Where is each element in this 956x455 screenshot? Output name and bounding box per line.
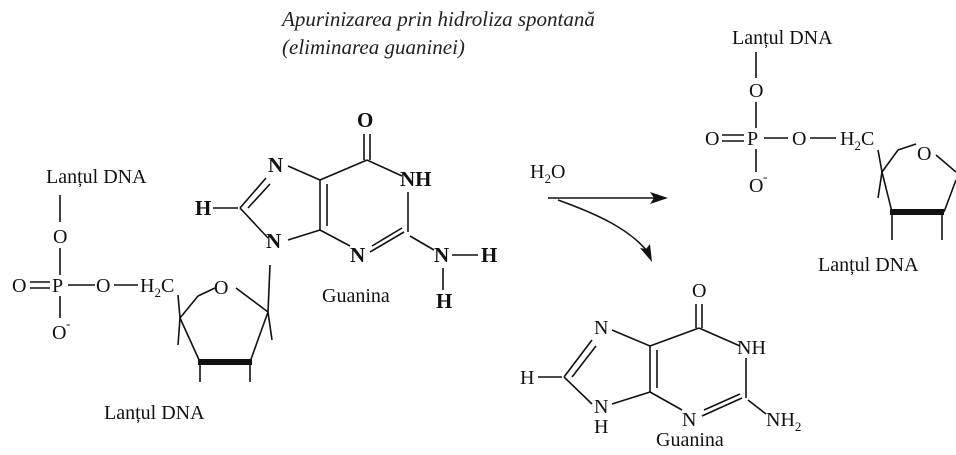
product-guanine-o: O: [692, 280, 706, 302]
right-phosphate-p: P: [747, 128, 758, 150]
right-phosphate-o-right: O: [792, 128, 806, 150]
right-phosphate-o-minus: O: [749, 175, 763, 197]
product-guanine-n7: N: [594, 317, 608, 339]
left-phosphate-p: P: [52, 275, 63, 297]
title-line-2: (eliminarea guaninei): [282, 35, 465, 59]
left-phosphate-o-minus: O: [52, 322, 66, 344]
left-guanine-n3: N: [350, 243, 365, 267]
left-charge-minus: -: [66, 316, 70, 331]
left-guanine-h-amino-2: H: [436, 289, 452, 313]
right-abasic-nucleotide: Lanțul DNA O O P O O - H2C O Lanțul DNA: [705, 27, 956, 276]
left-phosphate-o-left: O: [12, 275, 26, 297]
left-ch2-group: H2C: [140, 275, 174, 300]
left-guanine: O N H N NH N N H H Guanina: [195, 108, 497, 313]
left-guanine-h-amino-1: H: [481, 243, 497, 267]
product-guanine-h8: H: [520, 367, 534, 389]
left-guanine-n7: N: [268, 153, 283, 177]
right-phosphate-o-left: O: [705, 128, 719, 150]
left-chain-top-label: Lanțul DNA: [46, 166, 147, 188]
right-ring-o: O: [917, 143, 931, 165]
left-phosphate-o-right: O: [96, 275, 110, 297]
reagent-h2o: H2O: [530, 161, 565, 186]
product-guanine-n9-h: H: [594, 416, 608, 438]
right-chain-top-label: Lanțul DNA: [732, 27, 833, 49]
right-chain-bottom-label: Lanțul DNA: [818, 254, 919, 276]
product-guanine-n9: N: [594, 396, 608, 418]
left-nucleotide: Lanțul DNA O O P O O - H2C O Lanțul DNA: [12, 166, 273, 424]
product-guanine: O N H N H NH N NH2 Guanina: [520, 280, 801, 451]
right-ch2-group: H2C: [840, 128, 874, 153]
left-guanine-n-amino: N: [434, 243, 449, 267]
product-guanine-name: Guanina: [656, 429, 724, 451]
title-line-1: Apurinizarea prin hidroliza spontană: [280, 7, 595, 31]
reaction-arrow-main-head: [650, 192, 668, 204]
left-chain-bottom-label: Lanțul DNA: [104, 402, 205, 424]
left-guanine-o: O: [357, 108, 373, 132]
product-guanine-n3: N: [682, 409, 696, 431]
left-ring-o: O: [214, 277, 228, 299]
left-guanine-h8: H: [195, 196, 211, 220]
product-guanine-nh1: NH: [737, 337, 766, 359]
left-guanine-name: Guanina: [322, 285, 390, 307]
product-guanine-nh2: NH2: [766, 409, 801, 434]
right-phosphate-o-top: O: [749, 80, 763, 102]
left-guanine-n9: N: [266, 229, 281, 253]
reaction-arrow-branch-head: [640, 244, 652, 262]
left-guanine-nh1: NH: [400, 167, 432, 191]
reaction-arrow-branch: [557, 199, 649, 253]
right-charge-minus: -: [763, 169, 767, 184]
left-phosphate-o-top: O: [53, 226, 67, 248]
